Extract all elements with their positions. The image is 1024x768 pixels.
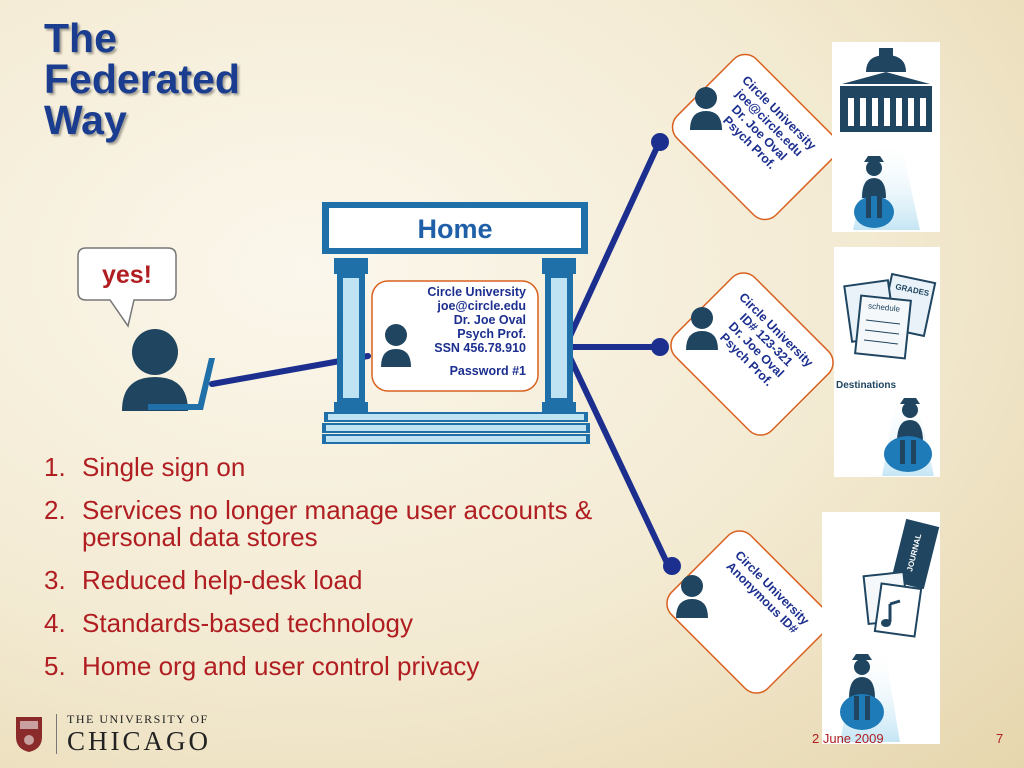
logo-wordmark: THE UNIVERSITY OF CHICAGO	[67, 712, 211, 755]
list-item-number: 4.	[44, 608, 66, 638]
capitol-icon	[840, 48, 932, 132]
home-to-service-3-line	[562, 344, 671, 568]
laptop-icon	[148, 358, 215, 410]
home-label: Home	[417, 214, 492, 244]
list-item-text: Single sign on	[82, 452, 246, 482]
card-text: SSN 456.78.910	[434, 341, 526, 355]
service-card-1: Circle University joe@circle.edu Dr. Joe…	[671, 53, 839, 221]
list-item: 5. Home org and user control privacy	[44, 653, 644, 680]
speech-bubble-text: yes!	[102, 261, 152, 289]
password-text: Password #1	[450, 364, 526, 378]
connector-dot	[651, 133, 669, 151]
connector-dot	[663, 557, 681, 575]
destinations-label: Destinations	[836, 380, 896, 391]
list-item-number: 2.	[44, 495, 66, 525]
service-card-3: Circle University Anonymous ID#	[666, 530, 830, 694]
list-item-text: Reduced help-desk load	[82, 565, 363, 595]
documents-icon: GRADES schedule	[843, 272, 937, 360]
card-person-icon	[676, 575, 708, 618]
card-text: joe@circle.edu	[436, 299, 526, 313]
destination-panel-media: JOURNAL	[822, 512, 940, 744]
connector-dot	[651, 338, 669, 356]
list-item: 3. Reduced help-desk load	[44, 567, 644, 594]
list-item: 4. Standards-based technology	[44, 610, 644, 637]
user-icon	[122, 329, 215, 411]
guard-icon	[854, 156, 894, 228]
list-item-text: Home org and user control privacy	[82, 651, 480, 681]
list-item-number: 1.	[44, 452, 66, 482]
guard-icon	[840, 654, 884, 730]
home-to-service-1-line	[562, 142, 661, 350]
speech-bubble: yes!	[77, 247, 177, 328]
list-item: 2. Services no longer manage user account…	[44, 497, 644, 551]
list-item-text: Services no longer manage user accounts …	[82, 495, 593, 552]
title-line: The	[44, 15, 117, 61]
card-text: Psych Prof.	[457, 327, 526, 341]
list-item-number: 5.	[44, 651, 66, 681]
card-person-icon	[686, 307, 718, 350]
destination-panel-capitol	[832, 42, 940, 232]
page-number: 7	[996, 731, 1004, 746]
logo-divider	[56, 713, 57, 754]
title-line: Federated	[44, 56, 240, 102]
schedule-label: schedule	[868, 301, 901, 313]
card-text: Dr. Joe Oval	[454, 313, 526, 327]
title-line: Way	[44, 97, 127, 143]
logo-bottom-text: CHICAGO	[67, 726, 212, 756]
benefits-list: 1. Single sign on 2. Services no longer ma…	[44, 454, 644, 696]
card-person-icon	[690, 87, 722, 130]
university-logo: THE UNIVERSITY OF CHICAGO	[14, 712, 211, 755]
page-title: The Federated Way	[44, 18, 240, 141]
list-item-number: 3.	[44, 565, 66, 595]
service-card-2: Circle University ID# 123-321 Dr. Joe Ov…	[670, 272, 834, 436]
music-document-icon	[862, 570, 923, 638]
footer-date: 2 June 2009	[812, 731, 884, 746]
crest-icon	[16, 716, 42, 752]
list-item: 1. Single sign on	[44, 454, 644, 481]
destination-panel-documents: GRADES schedule Destinations	[834, 247, 940, 477]
card-text: Circle University	[427, 285, 526, 299]
home-id-card: Circle University joe@circle.edu Dr. Joe…	[371, 280, 539, 392]
home-building: Home	[322, 202, 590, 444]
list-item-text: Standards-based technology	[82, 608, 414, 638]
guard-icon	[884, 398, 932, 472]
logo-top-text: THE UNIVERSITY OF	[67, 712, 209, 726]
